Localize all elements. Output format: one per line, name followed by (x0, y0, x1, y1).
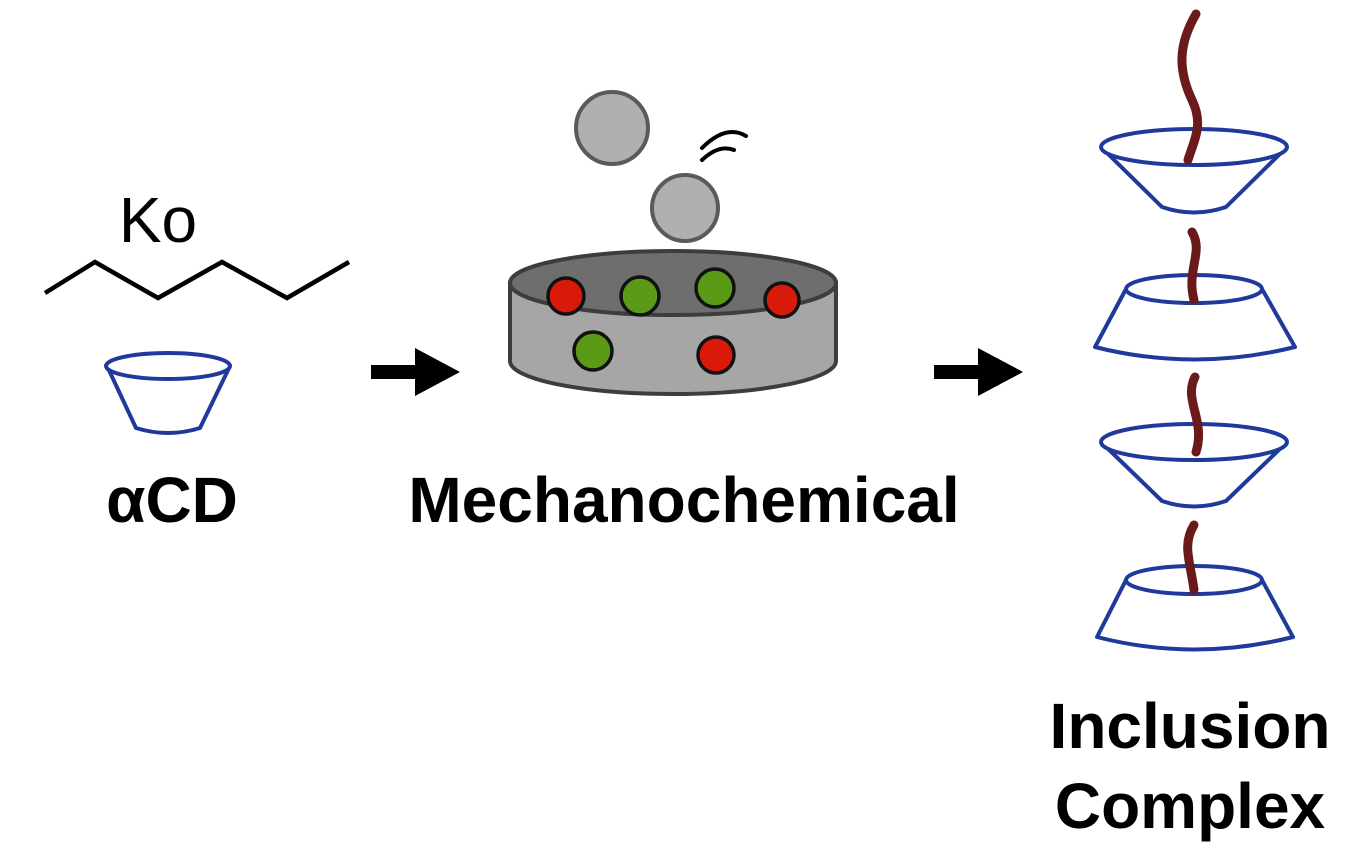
reactant-particles (546, 267, 801, 375)
milling-ball-icon (650, 173, 720, 243)
green-particle (619, 275, 661, 317)
red-particle (546, 276, 586, 316)
cyclodextrin-cup-icon (104, 351, 232, 435)
alkyl-chain (43, 259, 351, 301)
process-label: Mechanochemical (408, 464, 959, 536)
milling-setup: Mechanochemical (408, 90, 960, 536)
red-particle (763, 281, 801, 319)
red-particle (696, 335, 736, 375)
polymer-thread (1177, 9, 1204, 595)
product-label-line2: Complex (1055, 770, 1326, 842)
green-particle (694, 267, 736, 309)
cyclodextrin-cup-icon (1099, 422, 1289, 509)
inclusion-complex: Inclusion Complex (1050, 9, 1331, 842)
guest-label: Ko (119, 184, 197, 256)
host-label: αCD (106, 464, 238, 536)
right-arrow-icon (934, 348, 1023, 396)
right-arrow-icon (371, 348, 460, 396)
vibration-lines-icon (700, 130, 748, 162)
green-particle (572, 330, 614, 372)
milling-jar-icon (508, 249, 838, 396)
reactants-group: Ko αCD (43, 184, 351, 536)
product-label-line1: Inclusion (1050, 690, 1331, 762)
milling-ball-icon (574, 90, 650, 166)
